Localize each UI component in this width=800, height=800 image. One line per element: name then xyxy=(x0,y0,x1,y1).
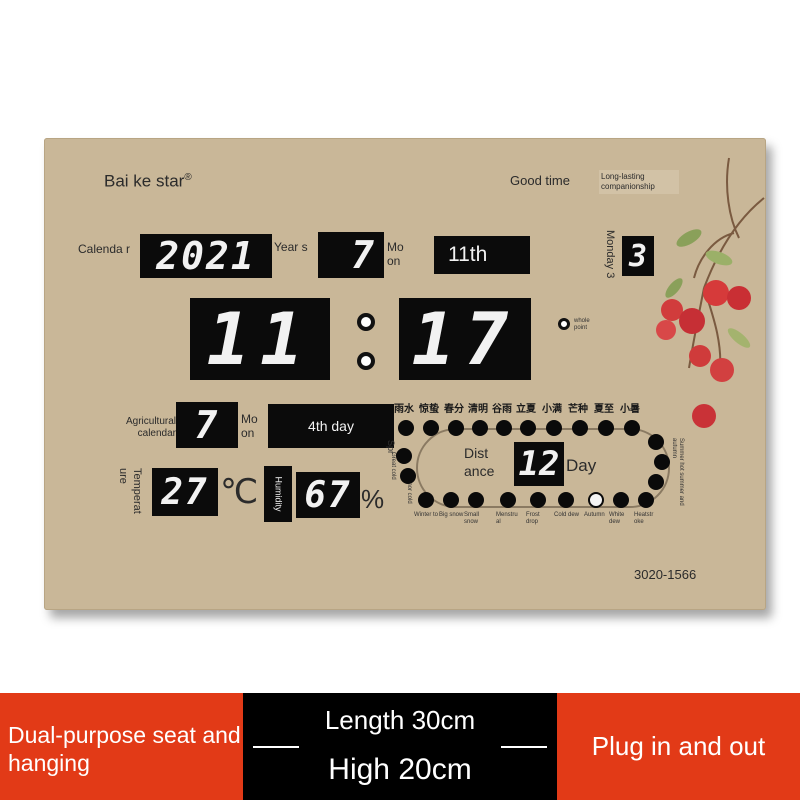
solar-term-top-label: 夏至 xyxy=(594,404,614,415)
year-label: Year s xyxy=(274,240,308,254)
solar-term-dot-bottom xyxy=(638,492,654,508)
length-text: Length 30cm xyxy=(324,705,476,735)
divider-left xyxy=(253,746,299,748)
spec-banner: Dual-purpose seat and hanging Length 30c… xyxy=(0,693,800,800)
temperature-label: Temperat ure xyxy=(117,468,143,514)
solar-term-dot-bottom xyxy=(530,492,546,508)
brand-name: Bai ke star® xyxy=(104,168,192,192)
humidity-display: 67 xyxy=(296,472,360,518)
slogan: Good time xyxy=(510,173,570,188)
solar-term-dot-bottom xyxy=(500,492,516,508)
solar-term-dot-bottom xyxy=(588,492,604,508)
lunar-month-display: 7 xyxy=(176,402,238,448)
solar-term-dot-top xyxy=(624,420,640,436)
brand-text: Bai ke star xyxy=(104,171,185,191)
solar-term-ring xyxy=(416,428,670,508)
solar-term-top-label: 惊蛰 xyxy=(419,404,439,415)
solar-term-dot-top xyxy=(496,420,512,436)
solar-term-dot-top xyxy=(546,420,562,436)
month-label: Mo on xyxy=(387,240,404,268)
solar-term-dot-right-1 xyxy=(648,434,664,450)
solar-term-dot-top xyxy=(423,420,439,436)
solar-term-top-label: 小暑 xyxy=(620,404,640,415)
solar-term-top-label: 雨水 xyxy=(394,404,414,415)
model-number: 3020-1566 xyxy=(634,567,697,582)
distance-label-1: Dist xyxy=(464,445,489,461)
minutes-display: 17 xyxy=(399,298,531,380)
solar-term-dot-left-1 xyxy=(396,448,412,464)
solar-term-bottom-label: Autumn xyxy=(584,512,605,518)
solar-term-bottom-label: White dew xyxy=(609,512,625,525)
solar-term-dot-top xyxy=(472,420,488,436)
solar-term-dot-bottom xyxy=(558,492,574,508)
solar-term-dot-right-2 xyxy=(654,454,670,470)
lunar-day-display: 4th day xyxy=(268,404,394,448)
colon-bottom-icon xyxy=(357,352,375,370)
banner-left: Dual-purpose seat and hanging xyxy=(0,693,243,800)
hours-display: 11 xyxy=(190,298,330,380)
temperature-unit: ℃ xyxy=(220,473,259,511)
solar-term-dot-top xyxy=(598,420,614,436)
humidity-unit: % xyxy=(361,484,385,514)
month-display: 7 xyxy=(318,232,384,278)
solar-term-dot-bottom xyxy=(613,492,629,508)
divider-right xyxy=(501,746,547,748)
whole-point-label: whole point xyxy=(574,318,590,331)
weekday-display: 3 xyxy=(622,236,654,276)
solar-term-dot-top xyxy=(572,420,588,436)
lunar-month-label: Mo on xyxy=(241,412,258,440)
solar-term-dot-bottom xyxy=(443,492,459,508)
solar-term-dot-top xyxy=(398,420,414,436)
humidity-label: Humidity xyxy=(264,466,292,522)
banner-middle: Length 30cm High 20cm xyxy=(243,693,557,800)
solar-term-bottom-label: Heatstr oke xyxy=(634,512,654,525)
year-display: 2021 xyxy=(140,234,272,278)
solar-term-great-cold: Great cold xyxy=(390,452,396,480)
temperature-display: 27 xyxy=(152,468,218,516)
solar-term-bottom-label: Winter to xyxy=(414,512,439,518)
distance-unit: Day xyxy=(566,456,597,475)
solar-term-right-side: Summer hot summer and autumn xyxy=(671,438,684,506)
solar-term-bottom-label: Small snow xyxy=(464,512,480,525)
whole-point-dot-icon xyxy=(558,318,570,330)
solar-term-top-label: 芒种 xyxy=(568,404,588,415)
solar-term-top-label: 小满 xyxy=(542,404,562,415)
solar-term-top-label: 春分 xyxy=(444,404,464,415)
calendar-label: Calenda r xyxy=(78,242,131,256)
clock-panel: Bai ke star® Good time Long-lasting comp… xyxy=(44,138,766,610)
solar-term-bottom-label: Cold dew xyxy=(554,512,580,518)
companionship-tag: Long-lasting companionship xyxy=(599,170,679,194)
solar-term-top-label: 清明 xyxy=(468,404,488,415)
registered-mark: ® xyxy=(184,172,192,183)
day-display: 11th xyxy=(434,236,530,274)
solar-term-dot-bottom xyxy=(418,492,434,508)
solar-term-dot-top xyxy=(520,420,536,436)
solar-term-dot-top xyxy=(448,420,464,436)
solar-term-dot-bottom xyxy=(468,492,484,508)
solar-term-bottom-label: Menstru al xyxy=(496,512,518,525)
solar-term-dot-left-2 xyxy=(400,468,416,484)
banner-right: Plug in and out xyxy=(557,693,800,800)
solar-term-top-label: 谷雨 xyxy=(492,404,512,415)
solar-term-bottom-label: Big snow xyxy=(439,512,464,518)
humidity-label-text: Humidity xyxy=(273,476,284,512)
lunar-label: Agricultural calendar xyxy=(125,416,176,439)
cherry-branch-icon xyxy=(656,157,765,428)
distance-label-2: ance xyxy=(464,463,495,479)
solar-term-top-label: 立夏 xyxy=(516,404,536,415)
colon-top-icon xyxy=(357,313,375,331)
height-text: High 20cm xyxy=(328,753,472,786)
solar-term-bottom-label: Frost drop xyxy=(526,512,540,525)
solar-term-dot-right-3 xyxy=(648,474,664,490)
weekday-label: Monday 3 xyxy=(604,230,616,279)
distance-display: 12 xyxy=(514,442,564,486)
